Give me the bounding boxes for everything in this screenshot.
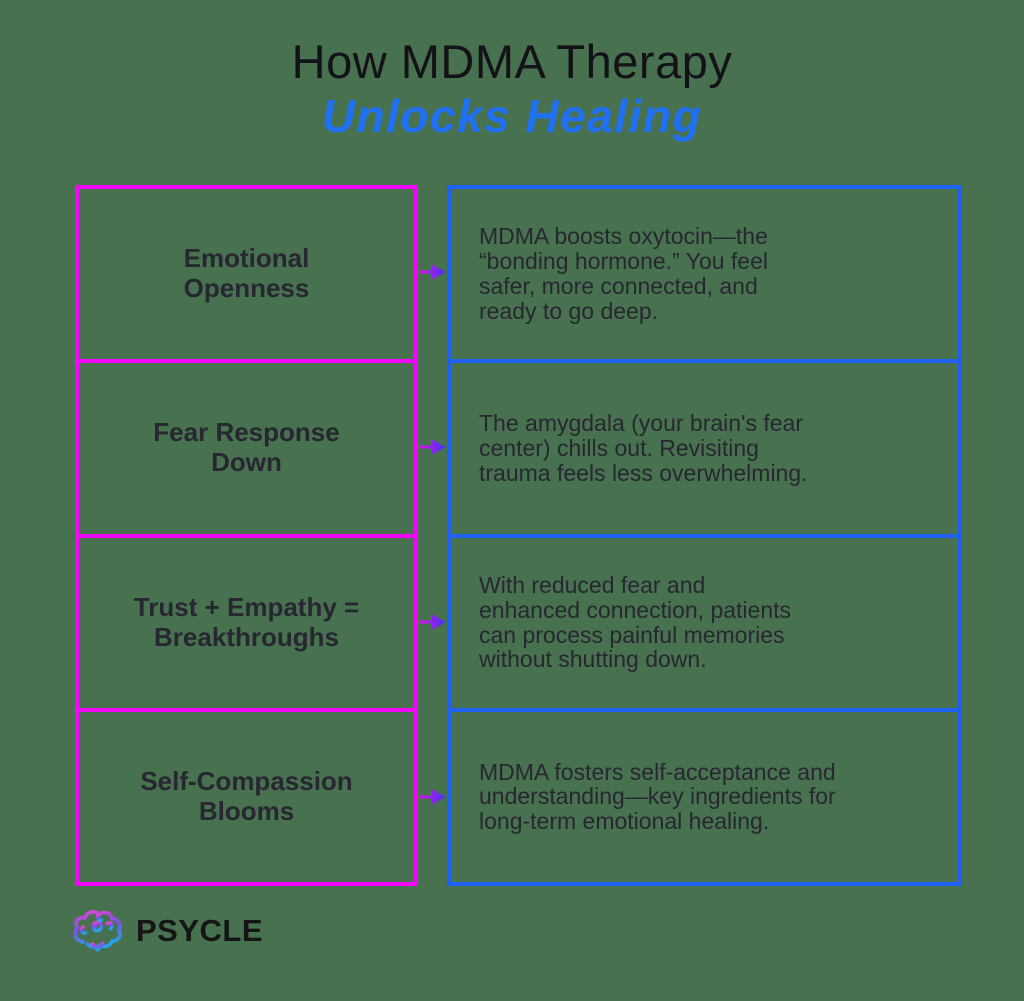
stage-box: Self-Compassion Blooms: [79, 707, 414, 882]
stage-label: Emotional Openness: [183, 243, 310, 304]
arrow-right-icon: [419, 264, 446, 280]
detail-text: With reduced fear and enhanced connectio…: [479, 571, 792, 673]
stage-label: Fear Response Down: [153, 417, 340, 478]
stage-box: Emotional Openness: [79, 189, 414, 359]
stage-label: Self-Compassion Blooms: [140, 765, 353, 826]
stage-box: Fear Response Down: [79, 359, 414, 533]
arrow-right-icon: [419, 789, 446, 805]
stages-column: Emotional Openness Fear Response Down Tr…: [75, 185, 418, 886]
title-line-1: How MDMA Therapy: [291, 35, 733, 88]
detail-text: MDMA boosts oxytocin—the “bonding hormon…: [479, 223, 768, 324]
detail-text: The amygdala (your brain's fear center) …: [479, 410, 808, 486]
detail-box: With reduced fear and enhanced connectio…: [451, 533, 958, 708]
detail-box: MDMA fosters self-acceptance and underst…: [451, 707, 958, 882]
page-title: How MDMA Therapy Unlocks Healing: [0, 36, 1024, 141]
arrow-right-icon: [419, 614, 446, 630]
stage-label: Trust + Empathy = Breakthroughs: [133, 591, 360, 652]
detail-text: MDMA fosters self-acceptance and underst…: [479, 758, 836, 835]
brand-logo: PSYCLE: [70, 906, 263, 956]
title-line-2: Unlocks Healing: [321, 89, 703, 142]
detail-box: The amygdala (your brain's fear center) …: [451, 359, 958, 533]
detail-box: MDMA boosts oxytocin—the “bonding hormon…: [451, 189, 958, 359]
stage-box: Trust + Empathy = Breakthroughs: [79, 533, 414, 708]
details-column: MDMA boosts oxytocin—the “bonding hormon…: [447, 185, 962, 886]
arrow-right-icon: [419, 439, 446, 455]
brain-icon: [73, 909, 122, 952]
brand-name: PSYCLE: [136, 913, 264, 948]
